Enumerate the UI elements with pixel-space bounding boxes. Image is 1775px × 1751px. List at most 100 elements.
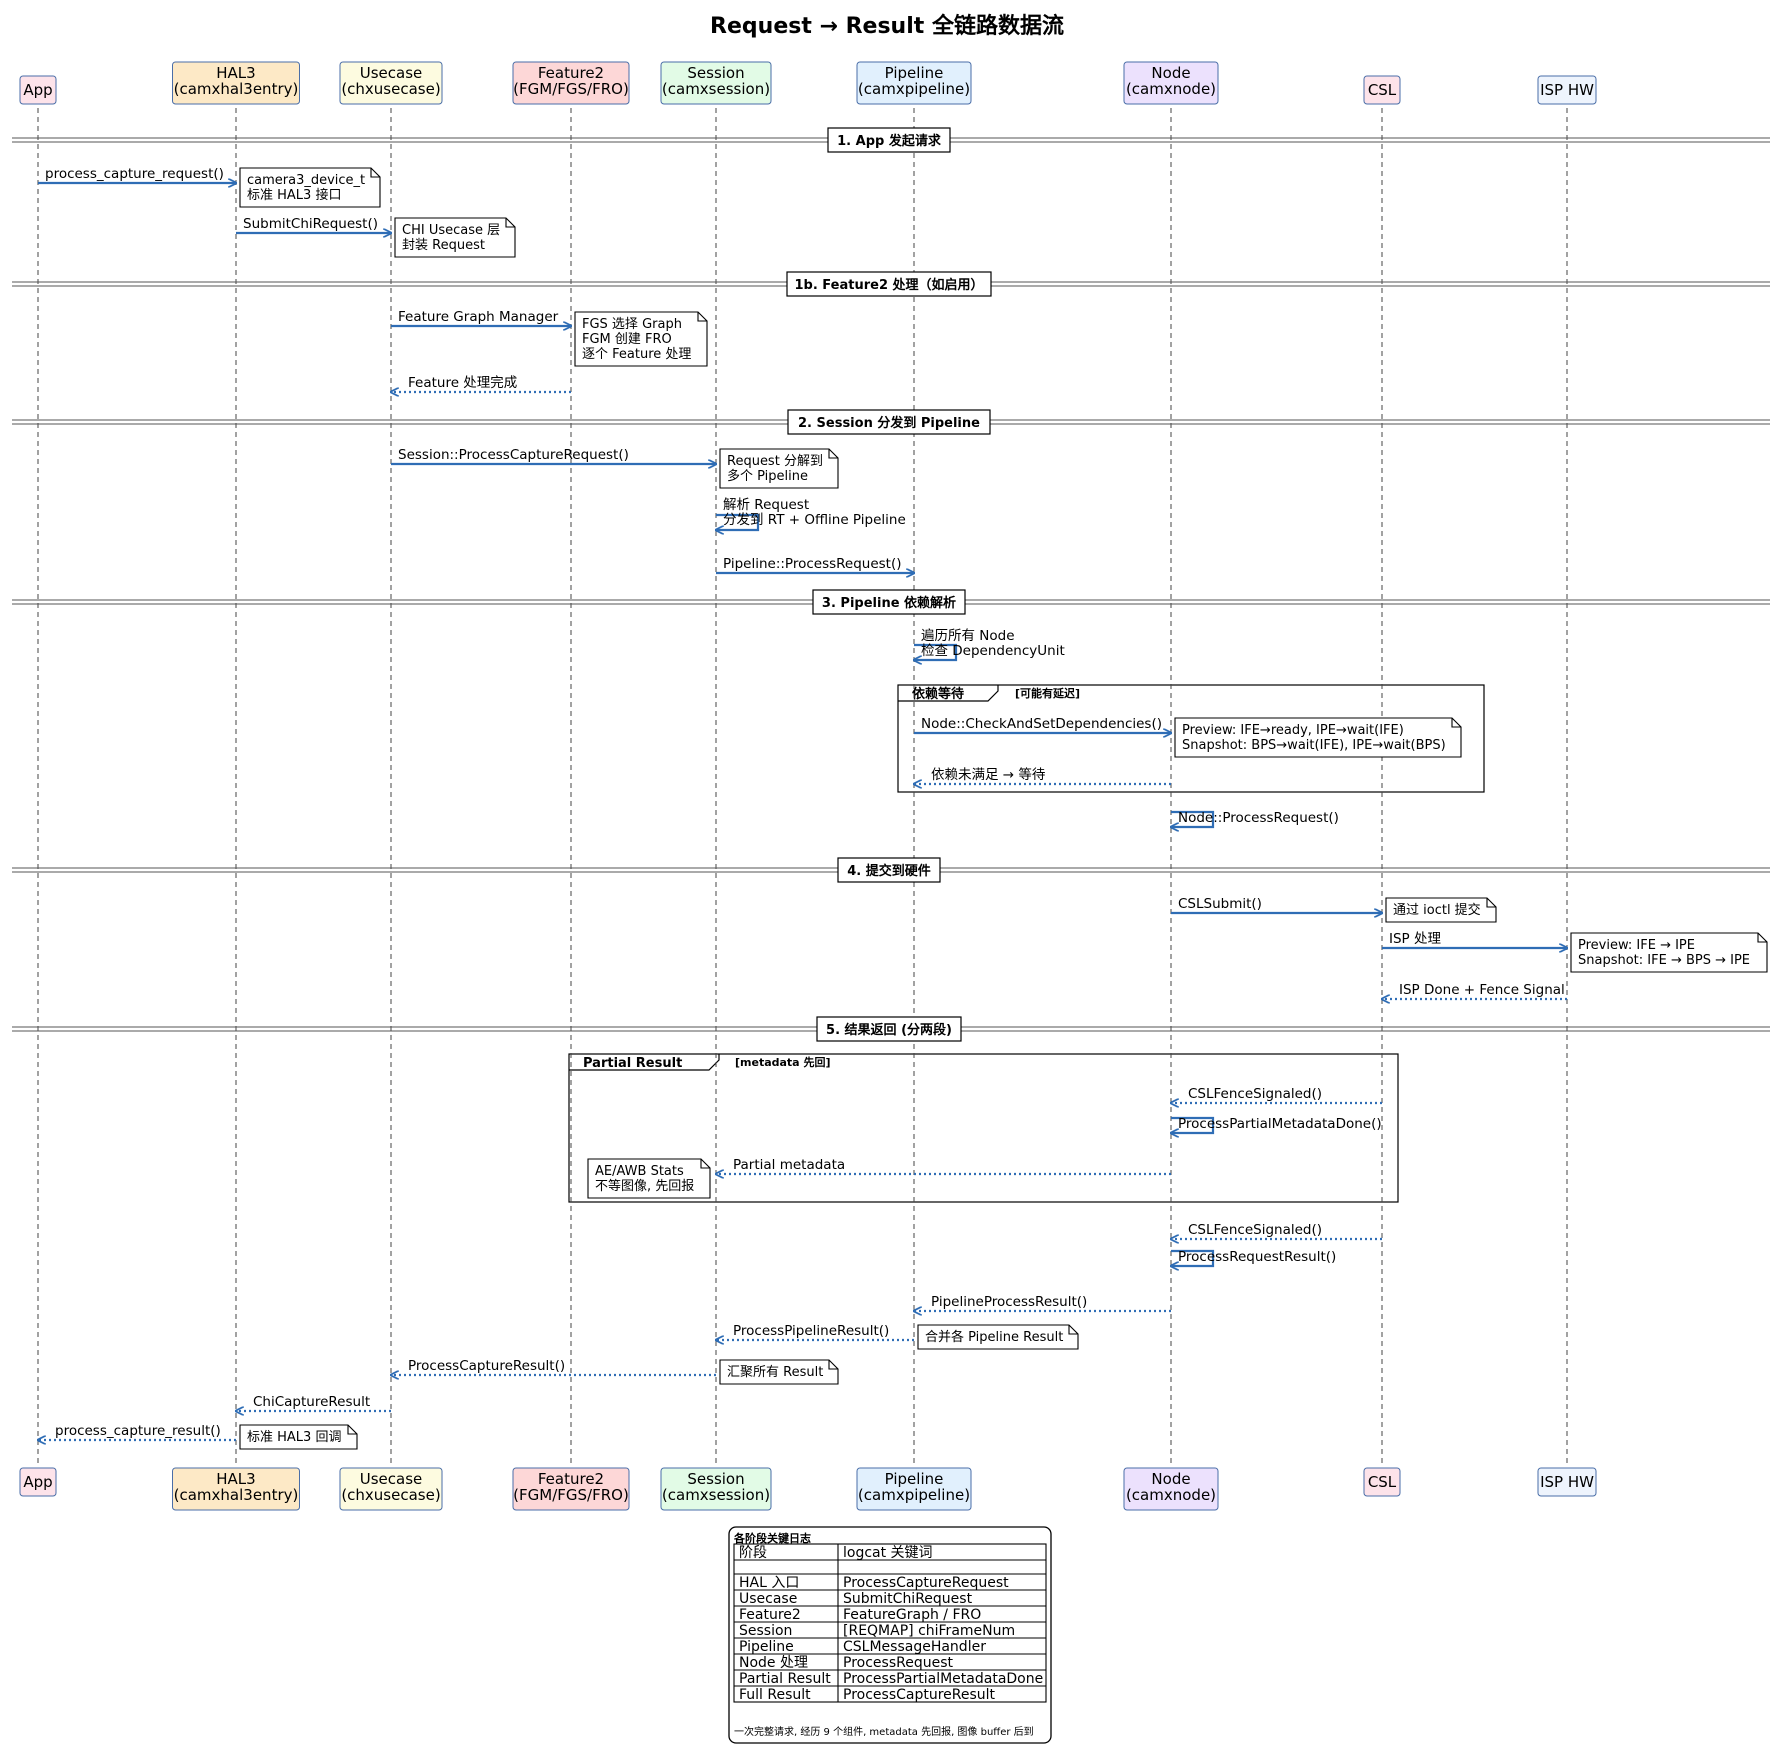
note-box — [239, 167, 381, 208]
legend-cell: ProcessCaptureRequest — [843, 1575, 1009, 1591]
divider-box — [816, 1016, 962, 1042]
participant-node-bottom: Node(camxnode) — [1123, 1467, 1219, 1511]
participant-box — [1123, 61, 1219, 105]
message: process_capture_request() — [38, 166, 236, 183]
participant-label: (camxnode) — [1126, 80, 1216, 98]
participant-label: Feature2 — [538, 64, 604, 82]
note-corner — [828, 1360, 838, 1370]
divider-box — [837, 857, 941, 883]
message-label: ProcessRequestResult() — [1178, 1249, 1336, 1265]
participants-layer: AppAppHAL3(camxhal3entry)HAL3(camxhal3en… — [19, 61, 1597, 1511]
participant-label: ISP HW — [1540, 81, 1594, 99]
participant-feature2-bottom: Feature2(FGM/FGS/FRO) — [512, 1467, 630, 1511]
message: ProcessPipelineResult() — [716, 1323, 914, 1340]
note-text: 逐个 Feature 处理 — [582, 347, 691, 362]
participant-box — [1537, 75, 1597, 105]
message: CSLFenceSignaled() — [1171, 1222, 1382, 1239]
legend-cell: HAL 入口 — [739, 1575, 799, 1591]
note-box — [587, 1158, 711, 1199]
section-divider: 1b. Feature2 处理（如启用） — [12, 271, 1770, 297]
participant-hal3-top: HAL3(camxhal3entry) — [172, 61, 300, 105]
note: CHI Usecase 层封装 Request — [394, 217, 516, 258]
participant-label: CSL — [1368, 1473, 1397, 1491]
message-label: CSLFenceSignaled() — [1188, 1086, 1322, 1102]
participant-node-top: Node(camxnode) — [1123, 61, 1219, 105]
participant-label: (chxusecase) — [341, 80, 440, 98]
message-label: PipelineProcessResult() — [931, 1294, 1087, 1310]
divider-box — [812, 589, 966, 615]
legend-table-border — [733, 1543, 1047, 1703]
participant-app-bottom: App — [19, 1467, 57, 1497]
participant-session-top: Session(camxsession) — [660, 61, 772, 105]
participant-label: Session — [687, 64, 744, 82]
legend-cell: Full Result — [739, 1687, 811, 1703]
self-message-arrow — [1171, 1249, 1215, 1266]
note: 通过 ioctl 提交 — [1385, 897, 1497, 923]
participant-label: App — [23, 1473, 52, 1491]
self-message-arrow — [1171, 1116, 1215, 1133]
legend-cell: SubmitChiRequest — [843, 1591, 973, 1607]
participant-box — [1363, 1467, 1401, 1497]
participant-hal3-bottom: HAL3(camxhal3entry) — [172, 1467, 300, 1511]
note-text: 汇聚所有 Result — [727, 1365, 823, 1380]
legend-cell: Node 处理 — [739, 1655, 808, 1671]
note-text: Request 分解到 — [727, 454, 823, 469]
participant-box — [512, 1467, 630, 1511]
note-corner — [505, 218, 515, 228]
participant-label: HAL3 — [216, 1470, 255, 1488]
message: Node::CheckAndSetDependencies() — [914, 716, 1171, 733]
legend-header-cell: logcat 关键词 — [843, 1545, 933, 1561]
note-box — [719, 1359, 839, 1385]
note-text: 不等图像, 先回报 — [595, 1178, 694, 1194]
legend-cell: ProcessRequest — [843, 1655, 953, 1671]
legend-cell: [REQMAP] chiFrameNum — [843, 1623, 1015, 1639]
note-box — [719, 448, 839, 489]
participant-usecase-bottom: Usecase(chxusecase) — [339, 1467, 443, 1511]
divider-label: 3. Pipeline 依赖解析 — [822, 595, 956, 611]
legend-cell: ProcessPartialMetadataDone — [843, 1671, 1043, 1687]
participant-csl-top: CSL — [1363, 75, 1401, 105]
participant-label: Feature2 — [538, 1470, 604, 1488]
note-corner — [1451, 718, 1461, 728]
participant-label: (camxhal3entry) — [174, 1486, 299, 1504]
participant-label: Node — [1151, 1470, 1190, 1488]
message: process_capture_result() — [38, 1423, 236, 1440]
note: 汇聚所有 Result — [719, 1359, 839, 1385]
message-label: Feature Graph Manager — [398, 309, 559, 325]
participant-box — [172, 1467, 300, 1511]
message-label: ProcessPartialMetadataDone() — [1178, 1116, 1382, 1132]
participant-box — [660, 1467, 772, 1511]
note-text: Preview: IFE→ready, IPE→wait(IFE) — [1182, 723, 1404, 738]
note-box — [239, 1424, 358, 1450]
note-corner — [1068, 1325, 1078, 1335]
participant-box — [19, 75, 57, 105]
participant-app-top: App — [19, 75, 57, 105]
message-label: process_capture_result() — [55, 1423, 221, 1439]
note-text: 多个 Pipeline — [727, 468, 808, 484]
note-text: AE/AWB Stats — [595, 1164, 684, 1179]
participant-label: (camxsession) — [662, 1486, 770, 1504]
participant-label: (FGM/FGS/FRO) — [513, 1486, 629, 1504]
note-box — [574, 311, 708, 367]
note-text: Snapshot: IFE → BPS → IPE — [1578, 953, 1750, 968]
participant-isp-top: ISP HW — [1537, 75, 1597, 105]
message: Partial metadata — [716, 1157, 1171, 1174]
message: ProcessRequestResult() — [1171, 1249, 1336, 1266]
frame-border — [568, 1053, 1399, 1203]
participant-label: ISP HW — [1540, 1473, 1594, 1491]
participant-label: (FGM/FGS/FRO) — [513, 80, 629, 98]
message: 依赖未满足 → 等待 — [914, 766, 1171, 784]
frame-tab — [898, 685, 999, 702]
participant-label: (chxusecase) — [341, 1486, 440, 1504]
participant-usecase-top: Usecase(chxusecase) — [339, 61, 443, 105]
frame-tab — [569, 1054, 720, 1071]
message-label: 遍历所有 Node — [921, 628, 1015, 644]
message: ProcessCaptureResult() — [391, 1358, 716, 1375]
message: SubmitChiRequest() — [236, 216, 391, 233]
participant-box — [172, 61, 300, 105]
message: ISP 处理 — [1382, 931, 1567, 948]
